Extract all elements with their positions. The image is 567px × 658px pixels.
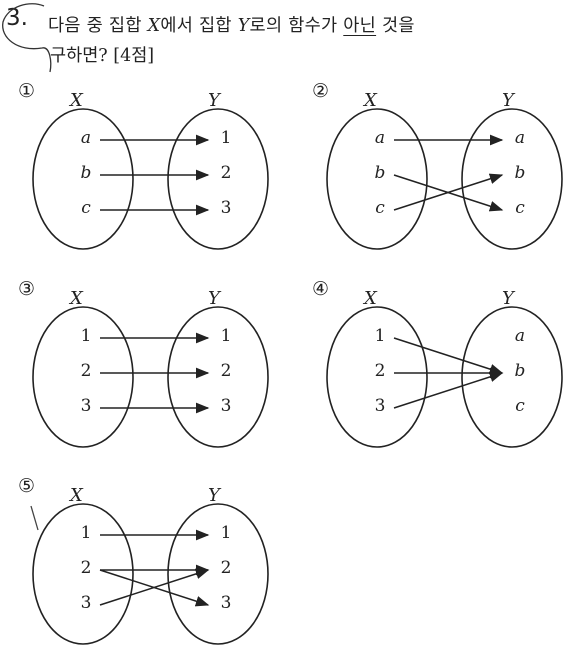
set-x-ellipse <box>32 503 134 645</box>
codomain-element: c <box>515 396 525 416</box>
codomain-element: b <box>514 163 526 183</box>
codomain-element: b <box>514 361 526 381</box>
choice-number: ③ <box>18 278 36 300</box>
underlined-emphasis: 아닌 <box>343 16 377 36</box>
set-y-label: Y <box>502 288 514 309</box>
domain-element: 2 <box>374 361 386 381</box>
question-text-line2: 구하면? [4점] <box>50 46 155 66</box>
set-y-label: Y <box>208 90 220 111</box>
set-x-ellipse <box>32 108 134 250</box>
set-y-symbol: Y <box>237 16 250 36</box>
domain-element: c <box>375 198 385 218</box>
domain-element: 1 <box>80 326 92 346</box>
question-text-part: 것을 <box>376 16 415 36</box>
set-y-label: Y <box>208 288 220 309</box>
mapping-diagram <box>32 503 269 645</box>
codomain-element: 1 <box>220 326 232 346</box>
set-y-ellipse <box>167 503 269 645</box>
mapping-diagram <box>326 306 563 448</box>
codomain-element: a <box>514 326 526 346</box>
set-x-label: X <box>364 90 377 111</box>
choice-number: ① <box>18 80 36 102</box>
mapping-arrow <box>393 337 504 375</box>
mapping-arrow <box>99 568 210 606</box>
question-text-part: 로의 함수가 <box>249 16 344 36</box>
codomain-element: a <box>514 128 526 148</box>
domain-element: c <box>81 198 91 218</box>
codomain-element: 3 <box>220 593 232 613</box>
domain-element: 2 <box>80 558 92 578</box>
domain-element: 1 <box>80 523 92 543</box>
domain-element: 3 <box>80 396 92 416</box>
codomain-element: 2 <box>220 558 232 578</box>
mapping-diagram <box>32 306 269 448</box>
set-x-ellipse <box>32 306 134 448</box>
mapping-diagram <box>32 108 269 250</box>
codomain-element: 1 <box>220 128 232 148</box>
domain-element: 3 <box>80 593 92 613</box>
domain-element: b <box>374 163 386 183</box>
choice-number: ② <box>312 80 330 102</box>
mapping-arrow <box>393 371 504 409</box>
set-y-ellipse <box>167 306 269 448</box>
domain-element: 2 <box>80 361 92 381</box>
codomain-element: 1 <box>220 523 232 543</box>
set-x-ellipse <box>326 306 428 448</box>
choice-number: ④ <box>312 278 330 300</box>
question-text-part: 에서 집합 <box>160 16 238 36</box>
question-text-line1: 다음 중 집합 X에서 집합 Y로의 함수가 아닌 것을 <box>48 12 563 37</box>
set-x-symbol: X <box>147 16 161 36</box>
set-y-ellipse <box>167 108 269 250</box>
set-x-ellipse <box>326 108 428 250</box>
set-x-label: X <box>70 90 83 111</box>
mapping-diagram <box>326 108 563 250</box>
set-y-label: Y <box>502 90 514 111</box>
codomain-element: 2 <box>220 163 232 183</box>
question-text-part: 다음 중 집합 <box>48 16 148 36</box>
set-x-label: X <box>70 485 83 506</box>
mapping-arrow <box>393 173 504 211</box>
domain-element: a <box>80 128 92 148</box>
domain-element: a <box>374 128 386 148</box>
codomain-element: 3 <box>220 396 232 416</box>
set-y-ellipse <box>461 108 563 250</box>
codomain-element: 2 <box>220 361 232 381</box>
domain-element: 1 <box>374 326 386 346</box>
set-x-label: X <box>70 288 83 309</box>
choice-number: ⑤ <box>18 475 36 497</box>
codomain-element: 3 <box>220 198 232 218</box>
question-number: 3. <box>6 5 28 31</box>
set-y-ellipse <box>461 306 563 448</box>
set-y-label: Y <box>208 485 220 506</box>
domain-element: 3 <box>374 396 386 416</box>
codomain-element: c <box>515 198 525 218</box>
domain-element: b <box>80 163 92 183</box>
set-x-label: X <box>364 288 377 309</box>
